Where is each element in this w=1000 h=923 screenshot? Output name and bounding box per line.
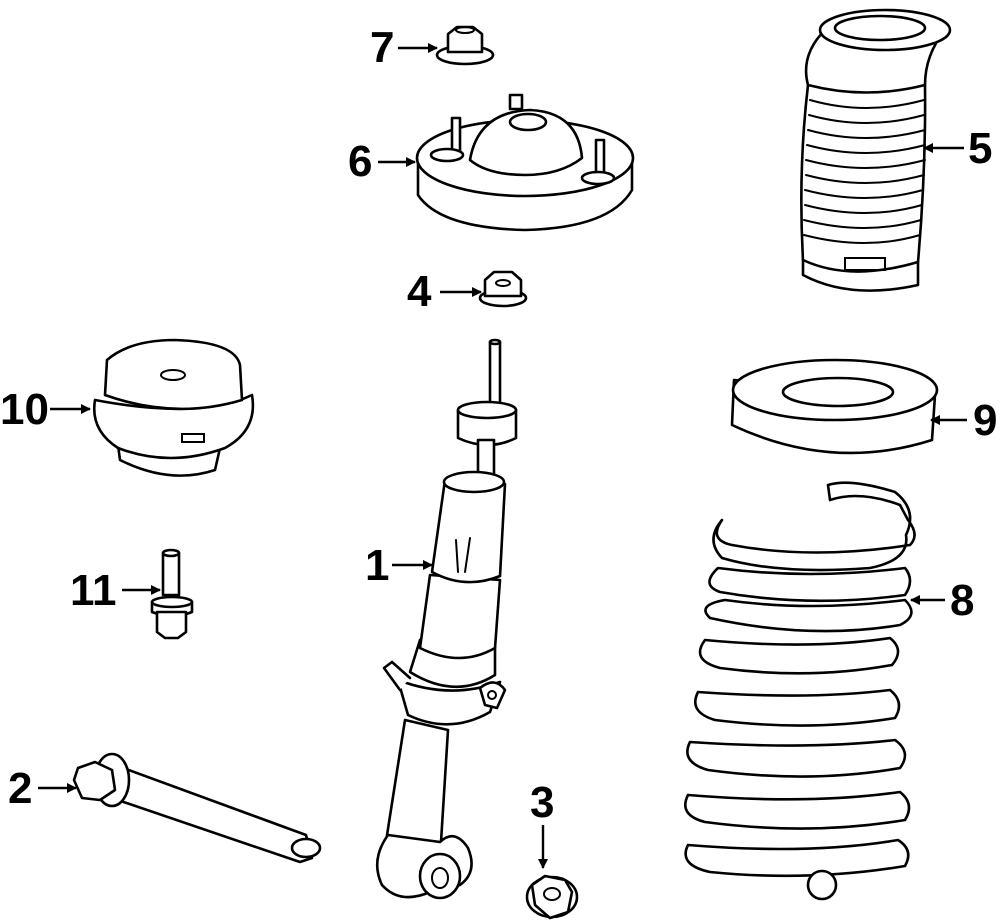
shock-absorber — [375, 338, 518, 900]
spring-insulator — [730, 358, 939, 455]
strut-rod-nut — [478, 270, 528, 308]
callout-7: 7 — [370, 23, 394, 72]
callout-3: 3 — [530, 778, 554, 827]
callout-8: 8 — [950, 576, 974, 625]
callout-10: 10 — [0, 385, 49, 434]
callout-11: 11 — [70, 566, 117, 615]
callout-arrows — [38, 43, 967, 869]
coil-spring — [684, 481, 916, 901]
lower-flange-nut — [525, 874, 579, 920]
callout-2: 2 — [8, 764, 32, 813]
callout-labels: 7 6 4 5 10 9 11 1 8 2 3 — [0, 23, 997, 827]
callout-6: 6 — [348, 137, 372, 186]
bump-stop-cup — [92, 338, 255, 477]
dust-boot — [800, 8, 952, 292]
callout-1: 1 — [365, 541, 389, 590]
upper-mount — [415, 93, 635, 232]
mount-flange-nut — [435, 25, 495, 66]
stud-bolt — [150, 548, 194, 640]
callout-9: 9 — [973, 396, 997, 445]
callout-4: 4 — [407, 267, 432, 316]
long-bolt — [72, 752, 322, 864]
callout-5: 5 — [968, 124, 992, 173]
